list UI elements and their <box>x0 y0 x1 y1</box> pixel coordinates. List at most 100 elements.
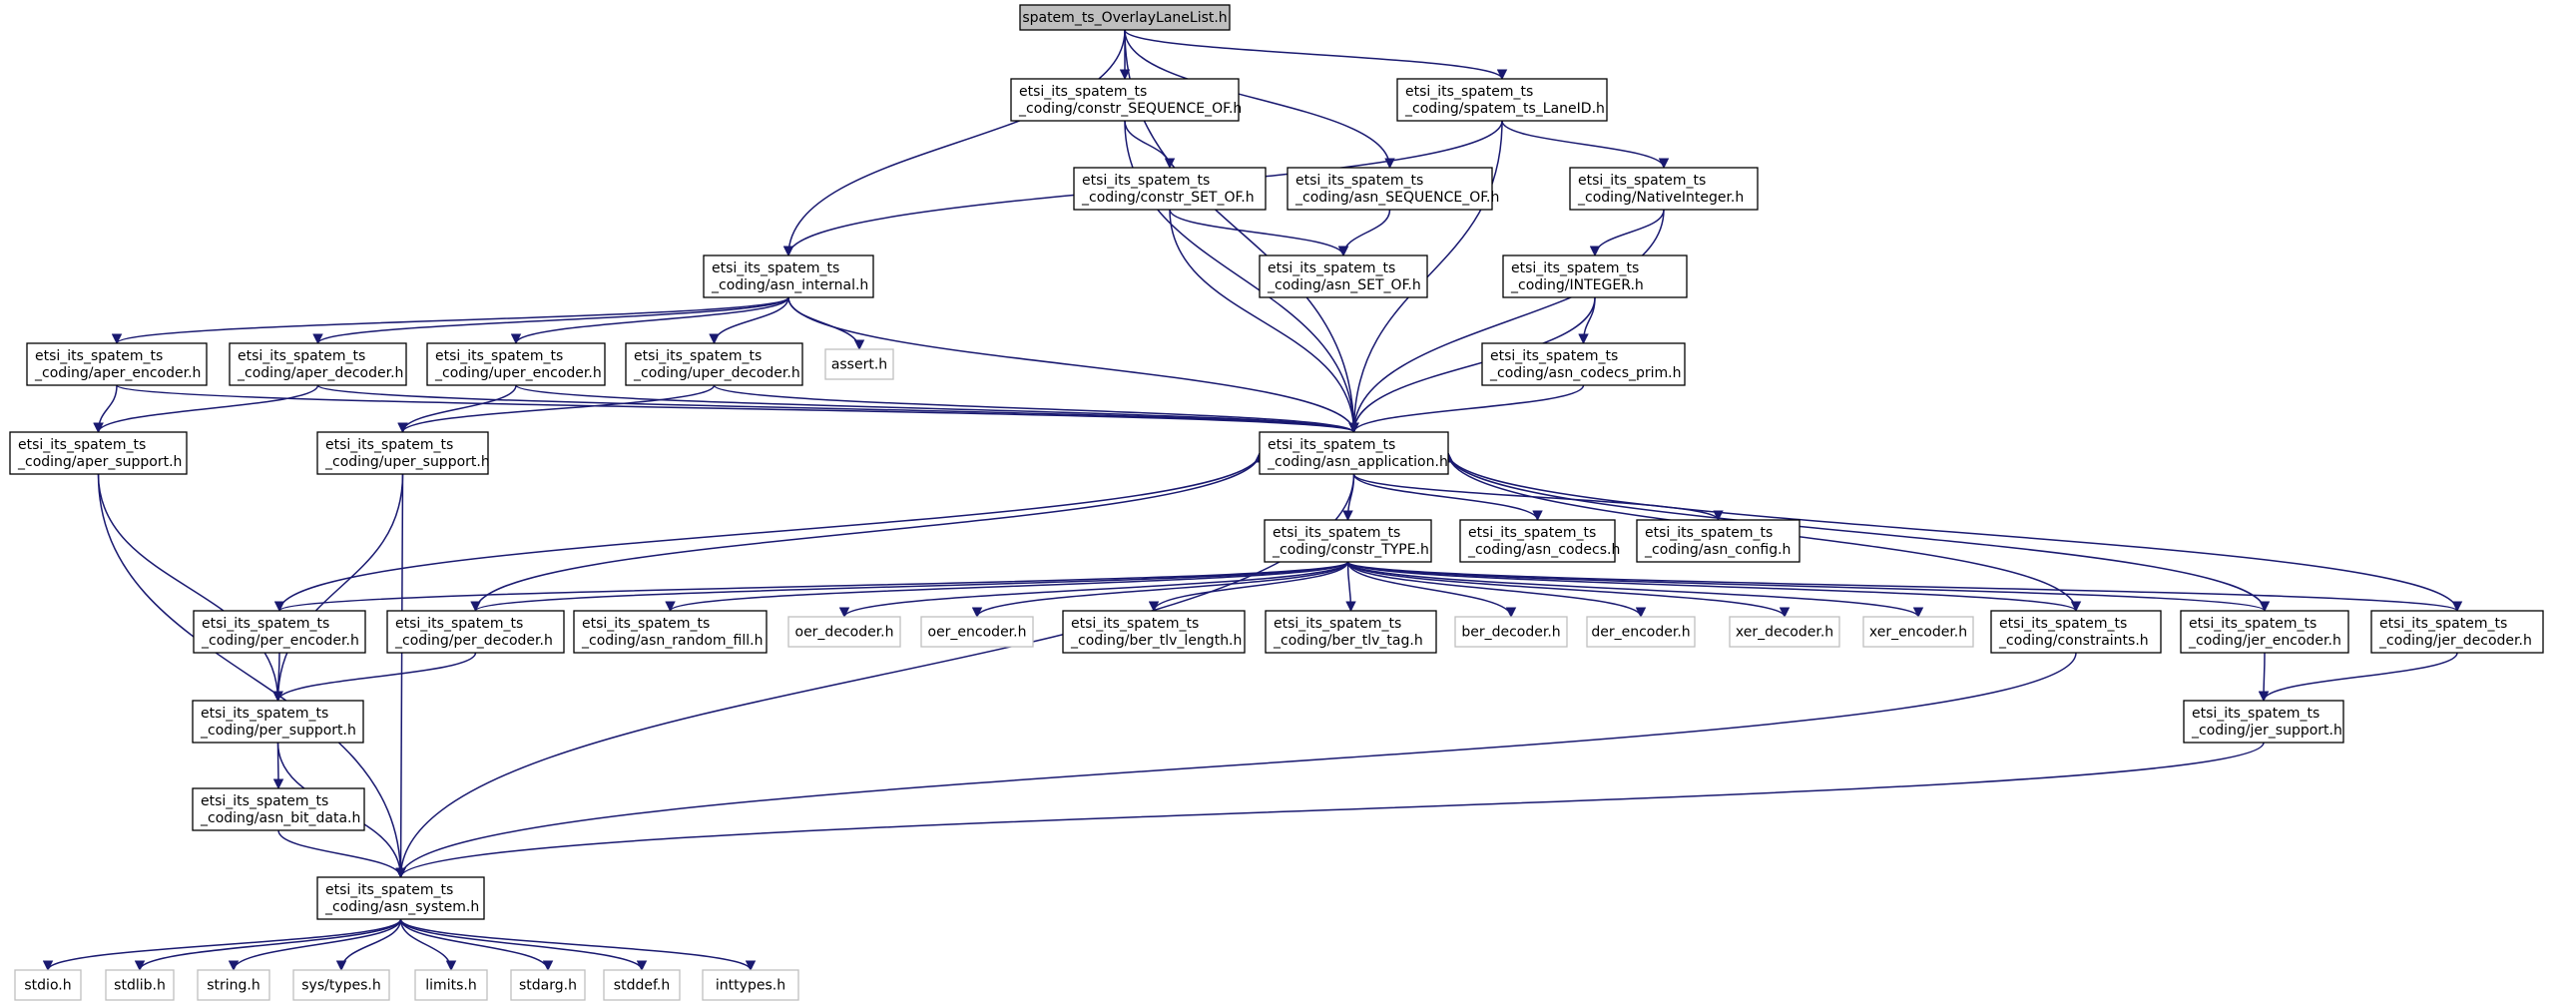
edge-jersup-to-asnsystem <box>395 742 2265 879</box>
node-assert-h[interactable]: assert.h <box>824 348 894 380</box>
node-der-encoder-h[interactable]: der_encoder.h <box>1586 616 1696 648</box>
node-box <box>824 348 894 380</box>
node-box <box>603 969 681 1001</box>
node-stdlib-h[interactable]: stdlib.h <box>105 969 175 1001</box>
node-ber-decoder-h[interactable]: ber_decoder.h <box>1454 616 1568 648</box>
node-coding-uper-support-h[interactable]: etsi_its_spatem_ts_coding/uper_support.h <box>316 431 490 475</box>
edge-uperenc-to-asnapp <box>515 384 1359 434</box>
node-coding-asn-bit-data-h[interactable]: etsi_its_spatem_ts_coding/asn_bit_data.h <box>192 787 365 831</box>
node-box <box>229 342 407 386</box>
node-box <box>1569 167 1759 211</box>
edge-uperdec-to-upersup <box>397 384 716 434</box>
node-coding-asn-set-of-h[interactable]: etsi_its_spatem_ts_coding/asn_SET_OF.h <box>1259 254 1428 298</box>
node-label: _coding/asn_random_fill.h <box>581 633 763 649</box>
edge-constrtype-to-bertlvtag <box>1345 561 1356 613</box>
edge-aperdec-to-asnapp <box>316 384 1359 434</box>
edge-constrtype-to-xerenc <box>1346 561 1924 619</box>
node-coding-nativeinteger-h[interactable]: etsi_its_spatem_ts_coding/NativeInteger.… <box>1569 167 1759 211</box>
edge-constrtype-to-bertlvlen <box>1148 561 1349 613</box>
node-coding-aper-encoder-h[interactable]: etsi_its_spatem_ts_coding/aper_encoder.h <box>26 342 208 386</box>
node-coding-integer-h[interactable]: etsi_its_spatem_ts_coding/INTEGER.h <box>1502 254 1688 298</box>
node-oer-decoder-h[interactable]: oer_decoder.h <box>787 616 901 648</box>
node-coding-uper-encoder-h[interactable]: etsi_its_spatem_ts_coding/uper_encoder.h <box>426 342 606 386</box>
edge-root-to-laneid <box>1124 29 1508 81</box>
node-coding-constraints-h[interactable]: etsi_its_spatem_ts_coding/constraints.h <box>1990 610 2162 654</box>
edge-asnapp-to-asncodecs <box>1352 473 1543 522</box>
edge-asnsystem-to-stdio <box>42 918 402 972</box>
edge-nativeint-to-integer <box>1589 209 1665 257</box>
node-coding-asn-random-fill-h[interactable]: etsi_its_spatem_ts_coding/asn_random_fil… <box>573 610 768 654</box>
node-label: xer_encoder.h <box>1869 625 1967 641</box>
node-label: _coding/ber_tlv_length.h <box>1070 633 1242 649</box>
node-coding-asn-system-h[interactable]: etsi_its_spatem_ts_coding/asn_system.h <box>316 876 485 920</box>
node-coding-asn-codecs-h[interactable]: etsi_its_spatem_ts_coding/asn_codecs.h <box>1459 519 1620 563</box>
edge-constrtype-to-perenc <box>274 561 1349 613</box>
edge-perdec-to-asnapp <box>474 451 1266 612</box>
node-box <box>193 610 366 654</box>
node-label: _coding/constraints.h <box>1998 633 2149 649</box>
node-label: _coding/asn_config.h <box>1644 542 1791 558</box>
node-oer-encoder-h[interactable]: oer_encoder.h <box>920 616 1034 648</box>
node-box <box>787 616 901 648</box>
node-label: etsi_its_spatem_ts <box>1295 173 1423 189</box>
node-box <box>2183 700 2344 744</box>
node-coding-uper-decoder-h[interactable]: etsi_its_spatem_ts_coding/uper_decoder.h <box>625 342 803 386</box>
node-label: etsi_its_spatem_ts <box>202 616 329 632</box>
node-box <box>14 969 82 1001</box>
edge-constrtype-to-jerenc <box>1346 561 2270 613</box>
edge-constrtype-to-xerdec <box>1346 561 1791 619</box>
node-box <box>1259 254 1428 298</box>
node-box <box>316 876 485 920</box>
node-coding-spatem-ts-laneid-h[interactable]: etsi_its_spatem_ts_coding/spatem_ts_Lane… <box>1396 78 1608 122</box>
edge-upersup-to-persup <box>272 473 404 703</box>
node-coding-asn-application-h[interactable]: etsi_its_spatem_ts_coding/asn_applicatio… <box>1259 431 1449 475</box>
node-coding-constr-sequence-of-h[interactable]: etsi_its_spatem_ts_coding/constr_SEQUENC… <box>1010 78 1242 122</box>
node-stdarg-h[interactable]: stdarg.h <box>510 969 586 1001</box>
edge-jerenc-to-asnapp <box>1442 451 2266 612</box>
node-box <box>192 787 365 831</box>
node-label: sys/types.h <box>301 978 380 994</box>
node-box <box>192 700 364 744</box>
node-coding-per-decoder-h[interactable]: etsi_its_spatem_ts_coding/per_decoder.h <box>386 610 565 654</box>
edge-perenc-to-persup <box>272 652 283 703</box>
node-coding-asn-codecs-prim-h[interactable]: etsi_its_spatem_ts_coding/asn_codecs_pri… <box>1481 342 1686 386</box>
node-coding-asn-config-h[interactable]: etsi_its_spatem_ts_coding/asn_config.h <box>1636 519 1801 563</box>
node-xer-encoder-h[interactable]: xer_encoder.h <box>1862 616 1974 648</box>
node-box <box>702 969 799 1001</box>
node-coding-aper-decoder-h[interactable]: etsi_its_spatem_ts_coding/aper_decoder.h <box>229 342 407 386</box>
node-coding-asn-sequence-of-h[interactable]: etsi_its_spatem_ts_coding/asn_SEQUENCE_O… <box>1287 167 1499 211</box>
node-coding-per-support-h[interactable]: etsi_its_spatem_ts_coding/per_support.h <box>192 700 364 744</box>
node-xer-decoder-h[interactable]: xer_decoder.h <box>1729 616 1840 648</box>
node-coding-jer-decoder-h[interactable]: etsi_its_spatem_ts_coding/jer_decoder.h <box>2370 610 2544 654</box>
node-coding-jer-support-h[interactable]: etsi_its_spatem_ts_coding/jer_support.h <box>2183 700 2344 744</box>
node-label: etsi_its_spatem_ts <box>201 706 328 722</box>
node-coding-aper-support-h[interactable]: etsi_its_spatem_ts_coding/aper_support.h <box>9 431 188 475</box>
node-label: stdarg.h <box>519 978 577 994</box>
node-label: _coding/asn_codecs_prim.h <box>1489 365 1682 381</box>
edge-constrtype-to-perdec <box>470 561 1349 613</box>
edge-asnsystem-to-stdlib <box>134 918 402 972</box>
node-label: _coding/constr_TYPE.h <box>1272 542 1429 558</box>
edge-bitdata-to-asnsystem <box>277 829 406 879</box>
node-coding-constr-type-h[interactable]: etsi_its_spatem_ts_coding/constr_TYPE.h <box>1264 519 1432 563</box>
node-coding-asn-internal-h[interactable]: etsi_its_spatem_ts_coding/asn_internal.h <box>703 254 874 298</box>
edge-constrtype-to-jerdec <box>1346 561 2462 613</box>
node-limits-h[interactable]: limits.h <box>414 969 488 1001</box>
node-string-h[interactable]: string.h <box>197 969 270 1001</box>
node-stddef-h[interactable]: stddef.h <box>603 969 681 1001</box>
node-spatem-ts-overlaylanelist-h[interactable]: spatem_ts_OverlayLaneList.h <box>1019 4 1231 31</box>
node-coding-ber-tlv-length-h[interactable]: etsi_its_spatem_ts_coding/ber_tlv_length… <box>1062 610 1246 654</box>
node-inttypes-h[interactable]: inttypes.h <box>702 969 799 1001</box>
edge-layer <box>42 29 2462 972</box>
node-box <box>1862 616 1974 648</box>
node-coding-jer-encoder-h[interactable]: etsi_its_spatem_ts_coding/jer_encoder.h <box>2180 610 2349 654</box>
node-coding-ber-tlv-tag-h[interactable]: etsi_its_spatem_ts_coding/ber_tlv_tag.h <box>1265 610 1437 654</box>
node-sys-types-h[interactable]: sys/types.h <box>292 969 390 1001</box>
node-coding-per-encoder-h[interactable]: etsi_its_spatem_ts_coding/per_encoder.h <box>193 610 366 654</box>
node-box <box>1265 610 1437 654</box>
node-stdio-h[interactable]: stdio.h <box>14 969 82 1001</box>
node-coding-constr-set-of-h[interactable]: etsi_its_spatem_ts_coding/constr_SET_OF.… <box>1073 167 1267 211</box>
edge-constrtype-to-oerdec <box>838 561 1349 619</box>
node-label: assert.h <box>831 357 887 373</box>
node-box <box>2370 610 2544 654</box>
